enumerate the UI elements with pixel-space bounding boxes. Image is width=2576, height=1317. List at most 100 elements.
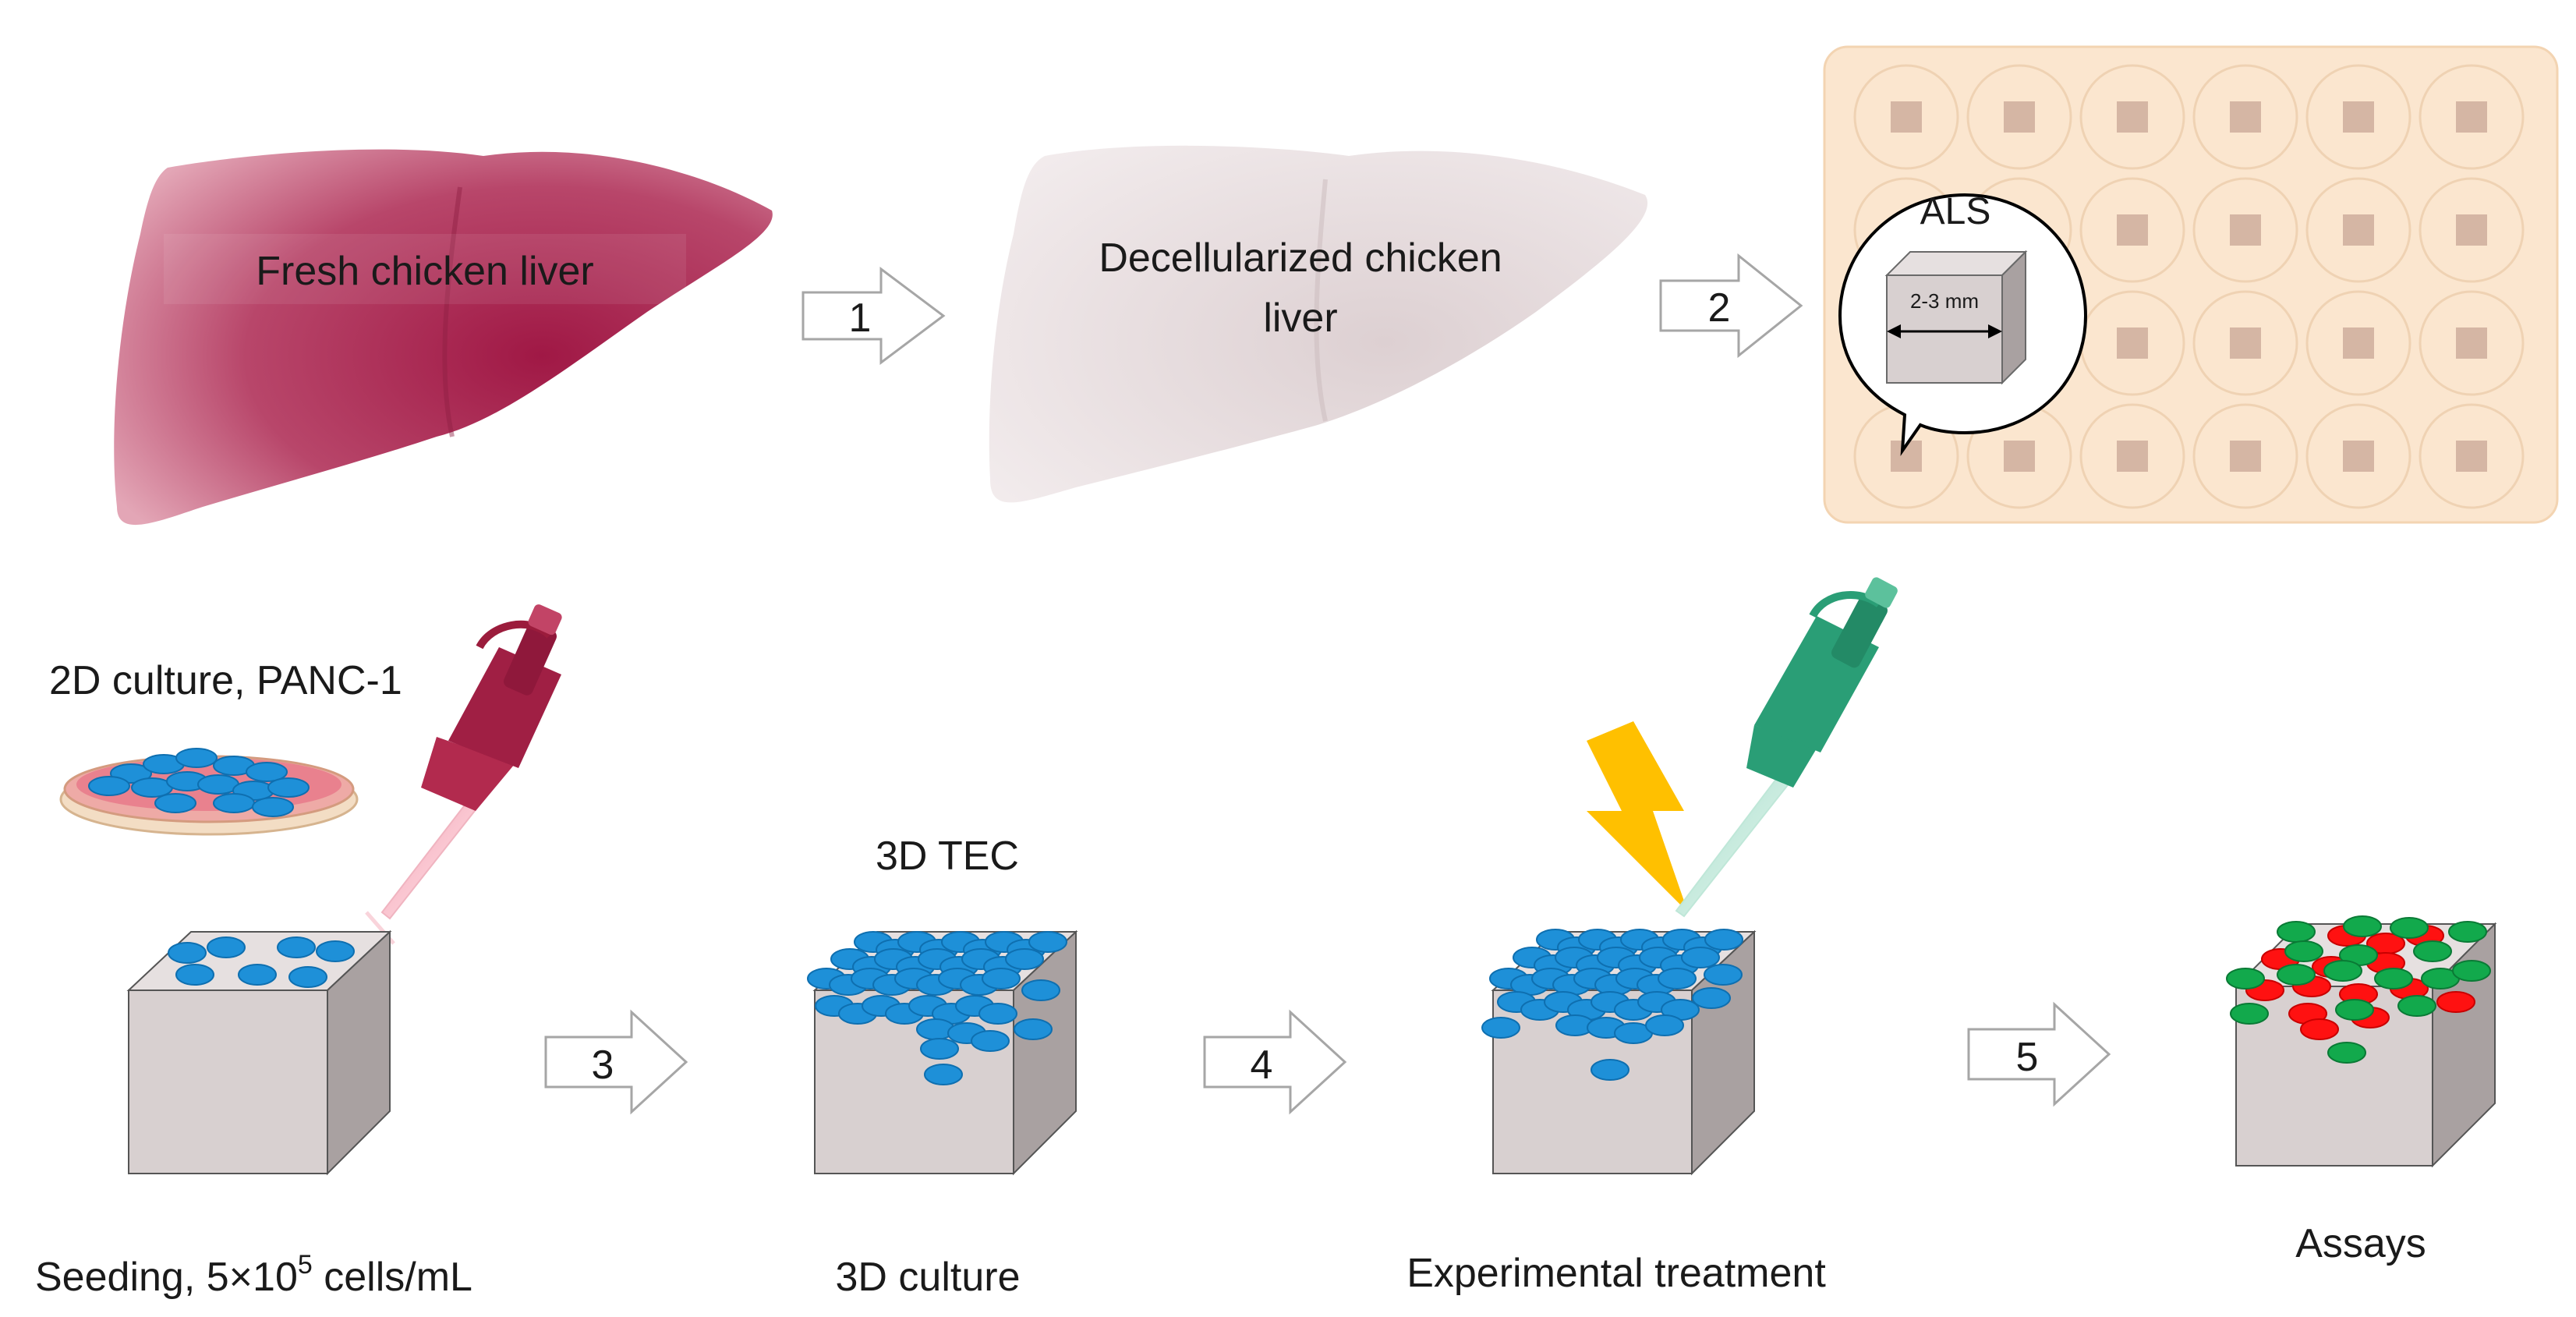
decell-liver-label-line1: Decellularized chicken: [1099, 235, 1502, 281]
cell: [1028, 931, 1067, 953]
cell: [2277, 964, 2316, 986]
cell: [2284, 940, 2323, 962]
cell: [2374, 968, 2413, 990]
scaffold-piece: [2117, 214, 2148, 246]
cell: [1021, 979, 1060, 1001]
cell: [1704, 929, 1743, 951]
scaffold-piece: [2117, 101, 2148, 133]
cell: [1658, 968, 1697, 990]
cube-seeding: [126, 929, 392, 1176]
als-label: ALS: [1920, 191, 1991, 232]
cell: [1591, 1059, 1629, 1081]
cell: [2277, 921, 2316, 943]
assays-label: Assays: [2295, 1221, 2426, 1266]
cell: [2390, 917, 2429, 939]
cell: [2323, 960, 2362, 982]
scaffold-piece: [2456, 441, 2487, 472]
scaffold-piece: [2004, 101, 2035, 133]
scaffold-piece: [2343, 441, 2374, 472]
cell: [213, 793, 255, 813]
step-number-5: 5: [2016, 1035, 2039, 1080]
treatment-cells: [1481, 929, 1743, 1081]
scaffold-piece: [2456, 101, 2487, 133]
dimension-label: 2-3 mm: [1910, 289, 1979, 313]
scaffold-piece: [2230, 101, 2261, 133]
seeding-label: Seeding, 5×105 cells/mL: [35, 1250, 472, 1300]
scaffold-piece: [2004, 441, 2035, 472]
step-number-1: 1: [849, 296, 872, 341]
fresh-liver: Fresh chicken liver: [114, 149, 773, 526]
als-callout: ALS 2-3 mm: [1838, 191, 2088, 457]
cell: [2343, 915, 2382, 937]
cell: [246, 762, 288, 782]
cell: [1645, 1014, 1684, 1036]
dish-cells: [88, 748, 310, 817]
cell: [238, 964, 277, 986]
step-number-2: 2: [1708, 285, 1731, 331]
step-arrow-3: 3: [544, 1009, 688, 1115]
cube-treatment: [1481, 929, 1757, 1176]
cell: [978, 1003, 1017, 1025]
cell: [2335, 999, 2374, 1021]
cell: [277, 936, 316, 958]
cell: [971, 1030, 1010, 1052]
cell: [267, 777, 310, 798]
culture-3d-label: 3D culture: [836, 1255, 1021, 1300]
cell: [1681, 947, 1720, 968]
cell: [1005, 948, 1044, 970]
cell: [288, 966, 327, 988]
cell: [2452, 960, 2491, 982]
cell: [2327, 1042, 2366, 1064]
cell: [168, 942, 207, 964]
plate-wells: [1853, 64, 2525, 509]
culture-cells: [807, 931, 1067, 1085]
cell: [175, 964, 214, 986]
tec-label: 3D TEC: [876, 834, 1019, 879]
cell: [2448, 921, 2487, 943]
step-arrow-5: 5: [1967, 1001, 2111, 1107]
cube-3d-culture: [807, 929, 1078, 1176]
seeding-cells: [168, 936, 355, 988]
scaffold-piece: [1891, 101, 1922, 133]
cell: [2230, 1003, 2269, 1025]
cell: [2226, 968, 2265, 990]
culture-2d-label: 2D culture, PANC-1: [49, 658, 402, 703]
decell-liver-label-line2: liver: [1263, 296, 1337, 341]
step-arrow-2: 2: [1659, 253, 1803, 359]
scaffold-piece: [2343, 214, 2374, 246]
step-arrow-4: 4: [1203, 1009, 1347, 1115]
step-arrow-1: 1: [801, 267, 946, 365]
cell: [316, 940, 355, 962]
step-number-3: 3: [592, 1043, 614, 1088]
scaffold-piece: [2456, 214, 2487, 246]
scaffold-piece: [2343, 327, 2374, 359]
cell: [2397, 995, 2436, 1017]
cell: [207, 936, 246, 958]
red-pipette: [365, 604, 562, 945]
fresh-liver-label: Fresh chicken liver: [256, 249, 593, 294]
scaffold-piece: [2456, 327, 2487, 359]
cell: [920, 1038, 959, 1060]
step-number-4: 4: [1251, 1043, 1273, 1088]
cell: [1692, 987, 1731, 1009]
cell: [175, 748, 218, 768]
cell: [982, 968, 1021, 990]
cell: [1481, 1017, 1520, 1039]
scaffold-piece: [2230, 327, 2261, 359]
cell: [252, 797, 294, 817]
cell: [1704, 964, 1743, 986]
scaffold-piece: [2230, 441, 2261, 472]
treatment-label: Experimental treatment: [1407, 1251, 1826, 1296]
scaffold-piece: [2343, 101, 2374, 133]
cube-assays: [2226, 915, 2497, 1168]
cell: [2300, 1018, 2339, 1040]
scaffold-piece: [2117, 327, 2148, 359]
cell: [924, 1064, 963, 1085]
green-pipette: [1675, 577, 1898, 918]
scaffold-piece: [2230, 214, 2261, 246]
scaffold-piece: [2117, 441, 2148, 472]
assay-cells: [2226, 915, 2491, 1064]
cell: [1014, 1018, 1053, 1040]
cell: [2436, 991, 2475, 1013]
